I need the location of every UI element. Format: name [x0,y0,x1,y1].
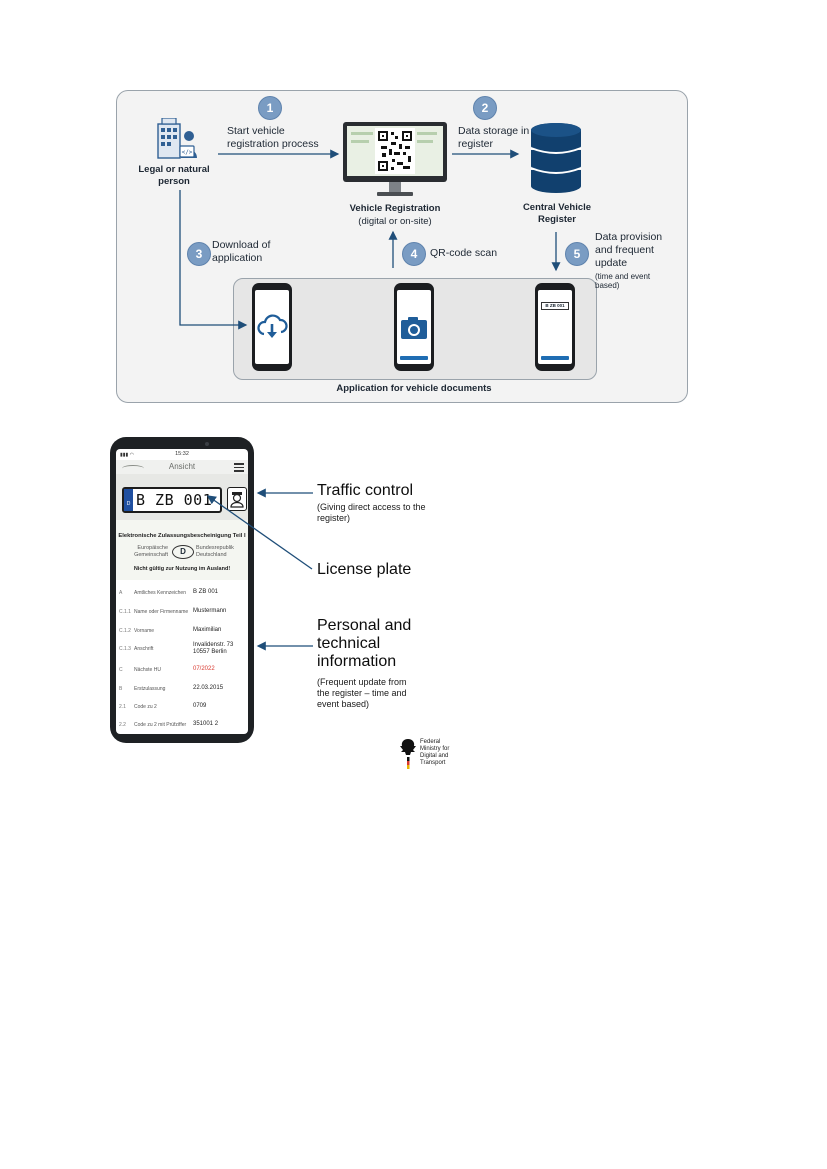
table-row: A Amtliches Kennzeichen B ZB 001 [116,585,248,603]
row-name: Nächste HU [134,667,161,673]
person-building-icon: </> [157,118,197,159]
step-1-label: Start vehicle registration process [227,125,319,150]
row-key: C.1.1 [119,609,131,615]
registration-title: Vehicle Registration [349,203,441,214]
plate-country: D [126,501,131,507]
table-row: B Erstzulassung 22.03.2015 [116,681,248,699]
info-sub: (Frequent update from the register – tim… [317,677,407,709]
ministry-name: Federal Ministry for Digital and Transpo… [420,739,450,766]
phone-speaker [205,442,209,446]
traffic-control-button[interactable] [227,487,247,511]
doc-title: Elektronische Zulassungsbescheinigung Te… [118,533,246,539]
step-5-note: (time and event based) [595,272,651,290]
row-name: Vorname [134,628,155,634]
table-row: C.1.2 Vorname Maximilian [116,623,248,641]
phone-document: B ZB 001 [535,283,575,371]
step-4-badge: 4 [402,242,426,266]
row-name: Name oder Firmenname [134,609,189,615]
row-key: A [119,590,123,596]
document-button-bar [541,356,569,360]
monitor-qr-icon [343,122,447,196]
traffic-control-sub: (Giving direct access to the register) [317,502,426,523]
row-key: 2.2 [119,722,126,728]
federal-eagle-logo [400,739,416,769]
hamburger-menu-icon[interactable] [234,463,244,472]
row-key: C.1.2 [119,628,131,634]
plate-number: B ZB 001 [136,491,213,509]
table-row: C.1.1 Name oder Firmenname Mustermann [116,604,248,622]
row-name: Amtliches Kennzeichen [134,590,186,596]
table-row: 2.1 Code zu 2 0709 [116,699,248,717]
signal-icon: ▮▮▮ ◠ [120,452,135,458]
row-value: 22.03.2015 [193,685,224,691]
row-name: Erstzulassung [134,686,166,692]
row-value: 351001 2 [193,721,219,727]
row-value: Mustermann [193,608,227,614]
database-icon [530,123,582,193]
step-3-badge: 3 [187,242,211,266]
status-time: 15:32 [175,451,189,457]
traffic-control-title: Traffic control [317,482,414,499]
app-title: Ansicht [168,462,196,471]
row-name: Anschrift [134,646,154,652]
step-2-badge: 2 [473,96,497,120]
eu-left: Europäische Gemeinschaft [134,545,168,558]
row-value: Maximilian [193,627,222,633]
row-name: Code zu 2 [134,704,157,710]
registration-subtitle: (digital or on-site) [358,216,432,227]
camera-icon [401,317,427,339]
d-badge: D [172,545,194,559]
callout-arrows [206,488,313,651]
process-arrows [179,149,561,330]
police-officer-icon [230,492,244,508]
scan-button-bar [400,356,428,360]
step-3-label: Download of application [212,239,271,264]
arrow-plate [206,495,313,570]
step-5-badge: 5 [565,242,589,266]
phone-scan [394,283,434,371]
row-value: B ZB 001 [193,589,219,595]
arrow-3 [179,190,248,330]
row-value: 0709 [193,703,207,709]
abroad-note: Nicht gültig zur Nutzung im Ausland! [133,566,231,572]
row-value: 07/2022 [193,666,215,672]
row-name: Code zu 2 mit Prüfziffer [134,722,187,728]
actor-label: Legal or natural person [138,164,210,187]
row-key: 2.1 [119,704,126,710]
mini-plate: B ZB 001 [541,302,569,310]
app-band-label: Application for vehicle documents [336,383,492,394]
table-row: 2.2 Code zu 2 mit Prüfziffer 351001 2 [116,717,248,734]
license-plate-title: License plate [317,561,412,578]
license-plate[interactable]: D B ZB 001 [122,487,222,513]
register-title: Central Vehicle Register [522,202,592,225]
step-5-label: Data provision and frequent update [595,231,663,269]
phone-download [252,283,292,371]
row-key: C.1.3 [119,646,131,652]
table-row: C.1.3 Anschrift Invalidenstr. 73 10557 B… [116,641,248,663]
row-key: B [119,686,123,692]
step-4-label: QR-code scan [430,247,498,259]
table-row: C Nächste HU 07/2022 [116,662,248,680]
row-key: C [119,667,123,673]
step-2-label: Data storage in register [458,125,530,150]
step-1-badge: 1 [258,96,282,120]
phone-screen: 15:32 ▮▮▮ ◠ Ansicht D B ZB 001 Elektroni… [116,449,248,734]
cloud-download-icon [257,314,288,338]
eu-band [124,489,133,511]
row-value: Invalidenstr. 73 10557 Berlin [193,642,234,655]
info-title: Personal and technical information [317,617,412,670]
eu-right: Bundesrepublik Deutschland [196,545,234,558]
svg-text:</>: </> [182,149,193,156]
smartphone: 15:32 ▮▮▮ ◠ Ansicht D B ZB 001 Elektroni… [110,437,254,743]
logo-arc-icon [122,465,144,472]
